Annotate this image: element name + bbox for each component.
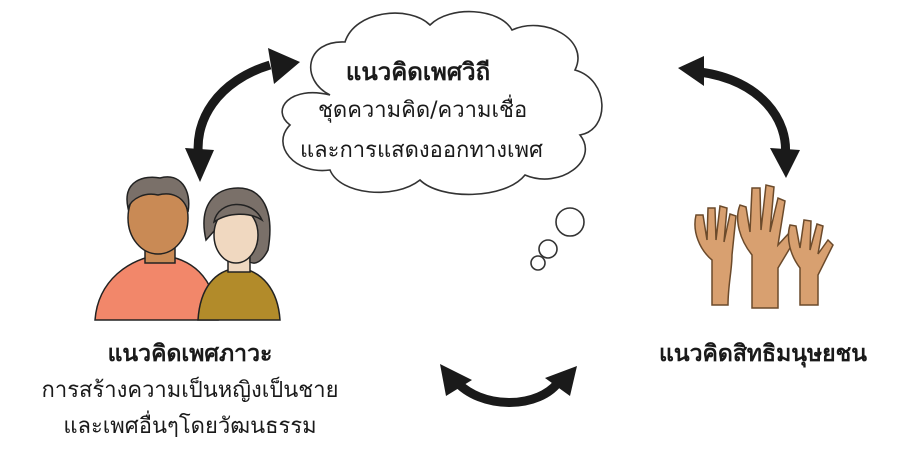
cloud-line-2: และการแสดงออกทางเพศ xyxy=(300,138,543,163)
raised-hands-illustration xyxy=(694,184,834,309)
right-node-title: แนวคิดสิทธิมนุษยชน xyxy=(659,341,867,367)
left-node-line-1: การสร้างความเป็นหญิงเป็นชาย xyxy=(41,378,339,403)
thought-cloud xyxy=(281,10,603,271)
arrow-bottom xyxy=(440,364,577,407)
cloud-title: แนวคิดเพศวิถี xyxy=(345,58,491,86)
cloud-line-1: ชุดความคิด/ความเชื่อ xyxy=(318,98,528,123)
left-node-line-2: และเพศอื่นๆโดยวัฒนธรรม xyxy=(63,414,317,439)
arrow-right-top xyxy=(678,56,800,178)
arrow-left-top xyxy=(185,48,300,182)
people-illustration xyxy=(94,176,281,321)
left-node-title: แนวคิดเพศภาวะ xyxy=(107,341,273,367)
